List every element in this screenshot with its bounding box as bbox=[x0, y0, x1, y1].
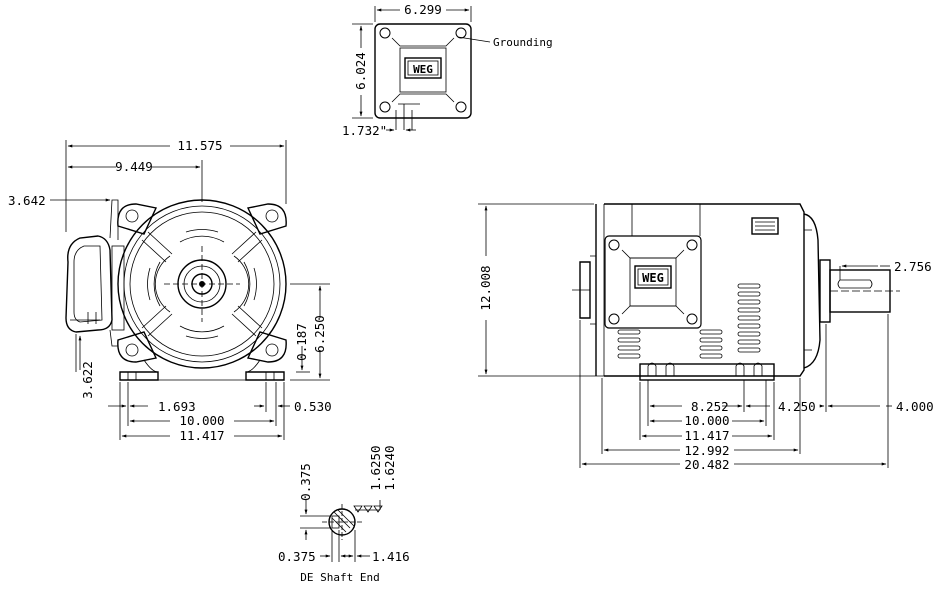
dim-conduit: 1.732" bbox=[342, 123, 387, 138]
weg-logo-top: WEG bbox=[404, 57, 442, 79]
dim-foot-width: 11.417 bbox=[179, 428, 224, 443]
front-view: 11.575 9.449 3.642 3.622 6.250 0.187 1.6… bbox=[8, 138, 332, 443]
dim-hole-spacing: 1.693 bbox=[158, 399, 196, 414]
cooling-slots bbox=[617, 283, 761, 359]
dim-8252: 8.252 bbox=[691, 399, 729, 414]
dim-shaft-dia: 2.756 bbox=[894, 259, 932, 274]
top-view-terminal-box: WEG 6.299 6.024 1.732" Grounding bbox=[342, 2, 553, 138]
dim-11417: 11.417 bbox=[684, 428, 729, 443]
dim-foot-height: 3.622 bbox=[80, 361, 95, 399]
dim-side-height: 12.008 bbox=[478, 265, 493, 310]
dim-key-height: 0.375 bbox=[298, 463, 313, 501]
de-shaft-end: 0.375 1.6250 1.6240 0.375 1.416 DE Shaft… bbox=[278, 445, 410, 584]
dim-dia-max: 1.6250 bbox=[368, 445, 383, 490]
dim-20482: 20.482 bbox=[684, 457, 729, 472]
dim-shaft-height: 6.250 bbox=[312, 315, 327, 353]
dim-foot-thickness: 0.187 bbox=[294, 323, 309, 361]
weg-logo-side: WEG bbox=[634, 265, 672, 289]
svg-text:WEG: WEG bbox=[413, 63, 433, 76]
dim-top-height: 6.024 bbox=[353, 52, 368, 90]
dim-4250: 4.250 bbox=[778, 399, 816, 414]
dim-10000: 10.000 bbox=[684, 413, 729, 428]
dim-foot-span: 10.000 bbox=[179, 413, 224, 428]
dim-dia-min: 1.6240 bbox=[382, 445, 397, 490]
svg-text:WEG: WEG bbox=[642, 271, 664, 285]
dim-front-to-box: 9.449 bbox=[115, 159, 153, 174]
dim-top-width: 6.299 bbox=[404, 2, 442, 17]
side-view: WEG 12.008 2.756 bbox=[478, 203, 934, 472]
grounding-label: Grounding bbox=[493, 36, 553, 49]
dim-key-width: 0.375 bbox=[278, 549, 316, 564]
dim-front-overall: 11.575 bbox=[177, 138, 222, 153]
dim-slot-width: 0.530 bbox=[294, 399, 332, 414]
dim-flat: 1.416 bbox=[372, 549, 410, 564]
dim-12992: 12.992 bbox=[684, 443, 729, 458]
shaft-end-title: DE Shaft End bbox=[300, 571, 379, 584]
dim-box-offset: 3.642 bbox=[8, 193, 46, 208]
dim-4000: 4.000 bbox=[896, 399, 934, 414]
